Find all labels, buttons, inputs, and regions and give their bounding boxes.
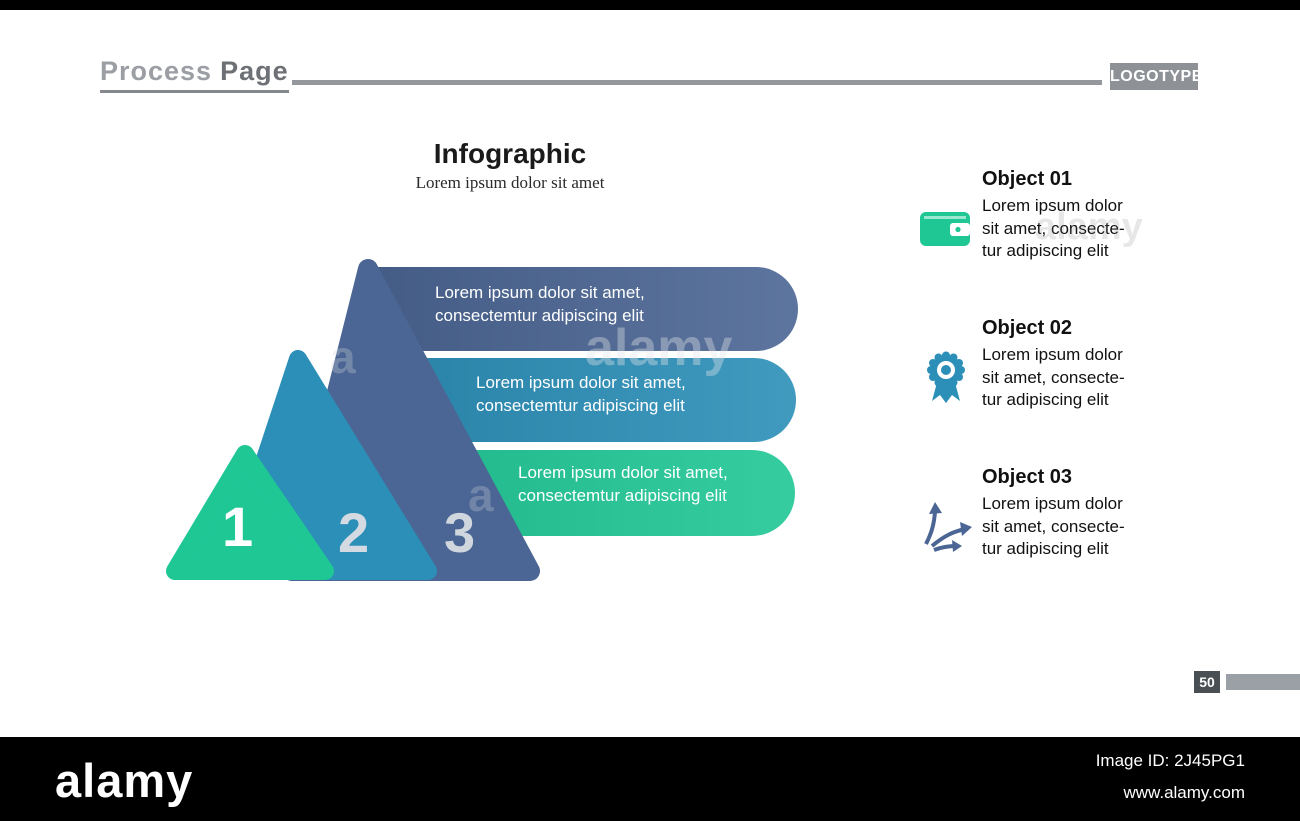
object-title: Object 03 [982, 466, 1073, 488]
object-text: Lorem ipsum dolor sit amet, consecte- tu… [982, 345, 1125, 410]
step2-bar-sheen [350, 358, 796, 442]
top-border-strip [0, 0, 1300, 10]
alamy-logo: alamy [55, 754, 194, 807]
object-text: Lorem ipsum dolor sit amet, consecte- tu… [982, 196, 1125, 261]
award-badge-icon [927, 351, 965, 403]
step3-bar-sheen [368, 267, 798, 351]
arrows-icon [924, 502, 972, 552]
pyramid-diagram [166, 259, 798, 581]
page-title-dark: Page [220, 56, 289, 86]
object-text: Lorem ipsum dolor sit amet, consecte- tu… [982, 494, 1125, 559]
step1-triangle [166, 445, 334, 580]
step2-number: 2 [338, 501, 370, 564]
header-divider-line [292, 80, 1102, 85]
infographic-title: Infographic [433, 138, 587, 169]
step1-bar-text: Lorem ipsum dolor sit amet, consectemtur… [518, 463, 728, 505]
object-title: Object 02 [982, 317, 1073, 339]
page-number-bar [1226, 674, 1300, 690]
website-text: www.alamy.com [1123, 783, 1245, 802]
object-title: Object 01 [982, 168, 1073, 190]
logotype-badge: LOGOTYPE [1110, 63, 1202, 90]
step1-number: 1 [222, 495, 254, 558]
image-id-text: Image ID: 2J45PG1 [1095, 751, 1245, 770]
step3-bar-text: Lorem ipsum dolor sit amet, consectemtur… [435, 283, 645, 325]
page-title-light: Process [100, 56, 213, 86]
page-number-badge: 50 [1194, 671, 1220, 693]
alamy-footer-bar: alamy Image ID: 2J45PG1 www.alamy.com [0, 737, 1300, 821]
step2-bar-text: Lorem ipsum dolor sit amet, consectemtur… [476, 373, 686, 415]
step3-number: 3 [444, 501, 476, 564]
wallet-icon [920, 212, 970, 246]
infographic-subtitle: Lorem ipsum dolor sit amet [415, 173, 605, 192]
